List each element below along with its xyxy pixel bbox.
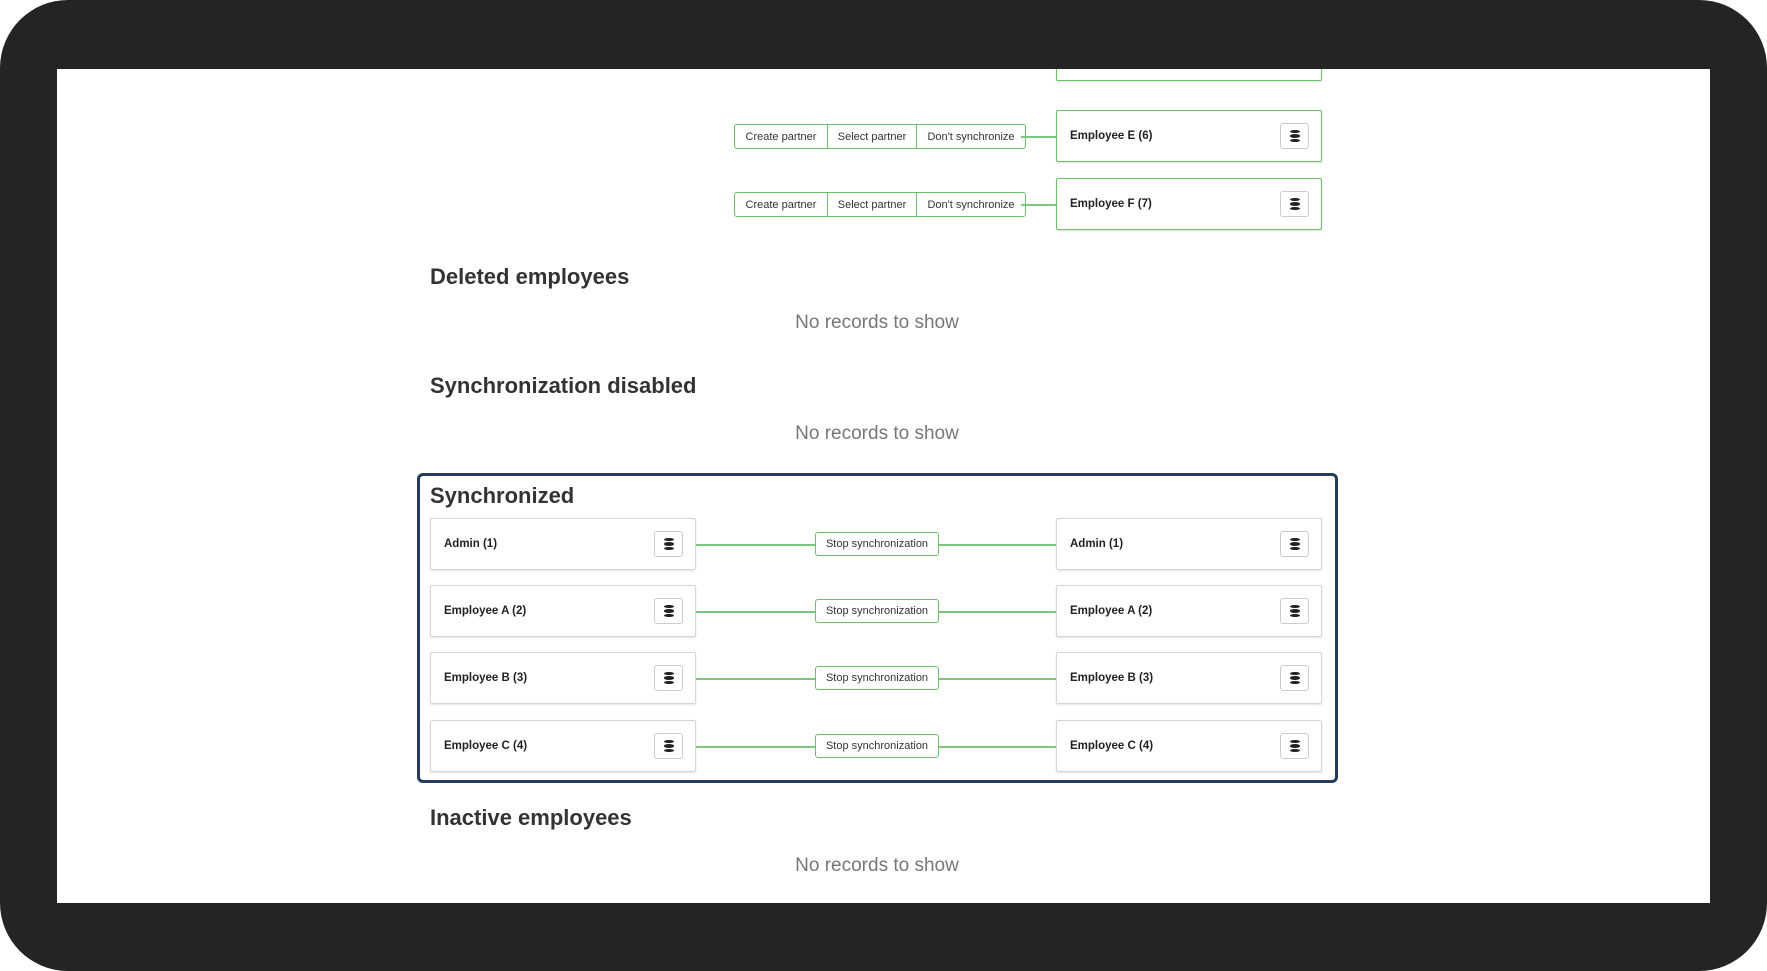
section-title-deleted: Deleted employees: [430, 264, 630, 289]
empty-message-disabled: No records to show: [795, 423, 959, 444]
partner-employee-card: Admin (1): [1056, 518, 1322, 570]
employee-name: Employee B (3): [444, 672, 528, 684]
local-employee-card: Admin (1): [430, 518, 696, 570]
record-details-button[interactable]: [1280, 191, 1309, 217]
record-details-button[interactable]: [1280, 531, 1309, 557]
database-icon: [1289, 538, 1300, 550]
page-content: Deleted employees No records to show Syn…: [57, 69, 1710, 903]
select-partner-button[interactable]: Select partner: [828, 125, 917, 148]
database-icon: [1289, 672, 1300, 684]
create-partner-button[interactable]: Create partner: [735, 125, 828, 148]
database-icon: [1289, 130, 1300, 142]
record-details-button[interactable]: [654, 531, 683, 557]
database-icon: [663, 672, 674, 684]
connector-line: [1021, 204, 1056, 206]
select-partner-button[interactable]: Select partner: [828, 193, 917, 216]
section-title-disabled: Synchronization disabled: [430, 373, 697, 398]
empty-message-deleted: No records to show: [795, 312, 959, 333]
section-title-inactive: Inactive employees: [430, 805, 632, 830]
dont-synchronize-button[interactable]: Don't synchronize: [927, 198, 1015, 211]
unsynced-employee-card: Employee F (7): [1056, 178, 1322, 230]
employee-name: Employee C (4): [1070, 740, 1154, 752]
local-employee-card: Employee C (4): [430, 720, 696, 772]
employee-name: Admin (1): [444, 538, 498, 550]
record-details-button[interactable]: [654, 598, 683, 624]
local-employee-card: Employee B (3): [430, 652, 696, 704]
connector-line: [696, 544, 815, 546]
connector-line: [939, 746, 1056, 748]
stop-synchronization-button[interactable]: Stop synchronization: [815, 599, 939, 623]
database-icon: [663, 538, 674, 550]
employee-name: Employee A (2): [444, 605, 527, 617]
dont-synchronize-button[interactable]: Don't synchronize: [927, 130, 1015, 143]
employee-name: Employee E (6): [1070, 130, 1153, 142]
connector-line: [939, 544, 1056, 546]
employee-name: Employee C (4): [444, 740, 528, 752]
connector-line: [939, 611, 1056, 613]
connector-line: [696, 611, 815, 613]
connector-line: [939, 678, 1056, 680]
database-icon: [1289, 198, 1300, 210]
synchronized-section: [417, 473, 1338, 783]
local-employee-card: Employee A (2): [430, 585, 696, 637]
database-icon: [663, 740, 674, 752]
record-details-button[interactable]: [1280, 733, 1309, 759]
connector-line: [1021, 136, 1056, 138]
database-icon: [1289, 605, 1300, 617]
empty-message-inactive: No records to show: [795, 855, 959, 876]
record-details-button[interactable]: [1280, 123, 1309, 149]
partner-employee-card: Employee A (2): [1056, 585, 1322, 637]
connector-line: [696, 746, 815, 748]
record-details-button[interactable]: [1280, 665, 1309, 691]
section-title-synchronized: Synchronized: [430, 483, 575, 508]
database-icon: [663, 605, 674, 617]
record-details-button[interactable]: [654, 733, 683, 759]
partner-employee-card: Employee C (4): [1056, 720, 1322, 772]
record-details-button[interactable]: [1280, 598, 1309, 624]
employee-name: Employee B (3): [1070, 672, 1154, 684]
partner-employee-card: Employee B (3): [1056, 652, 1322, 704]
create-partner-button[interactable]: Create partner: [735, 193, 828, 216]
employee-name: Employee A (2): [1070, 605, 1153, 617]
stop-synchronization-button[interactable]: Stop synchronization: [815, 532, 939, 556]
unsynced-employee-card: Employee E (6): [1056, 110, 1322, 162]
employee-name: Employee F (7): [1070, 198, 1152, 210]
employee-name: Employee D (5): [1070, 69, 1153, 80]
database-icon: [1289, 740, 1300, 752]
stop-synchronization-button[interactable]: Stop synchronization: [815, 734, 939, 758]
unsynced-employee-card: Employee D (5): [1056, 69, 1322, 81]
connector-line: [696, 678, 815, 680]
employee-name: Admin (1): [1070, 538, 1124, 550]
stop-synchronization-button[interactable]: Stop synchronization: [815, 666, 939, 690]
record-details-button[interactable]: [654, 665, 683, 691]
